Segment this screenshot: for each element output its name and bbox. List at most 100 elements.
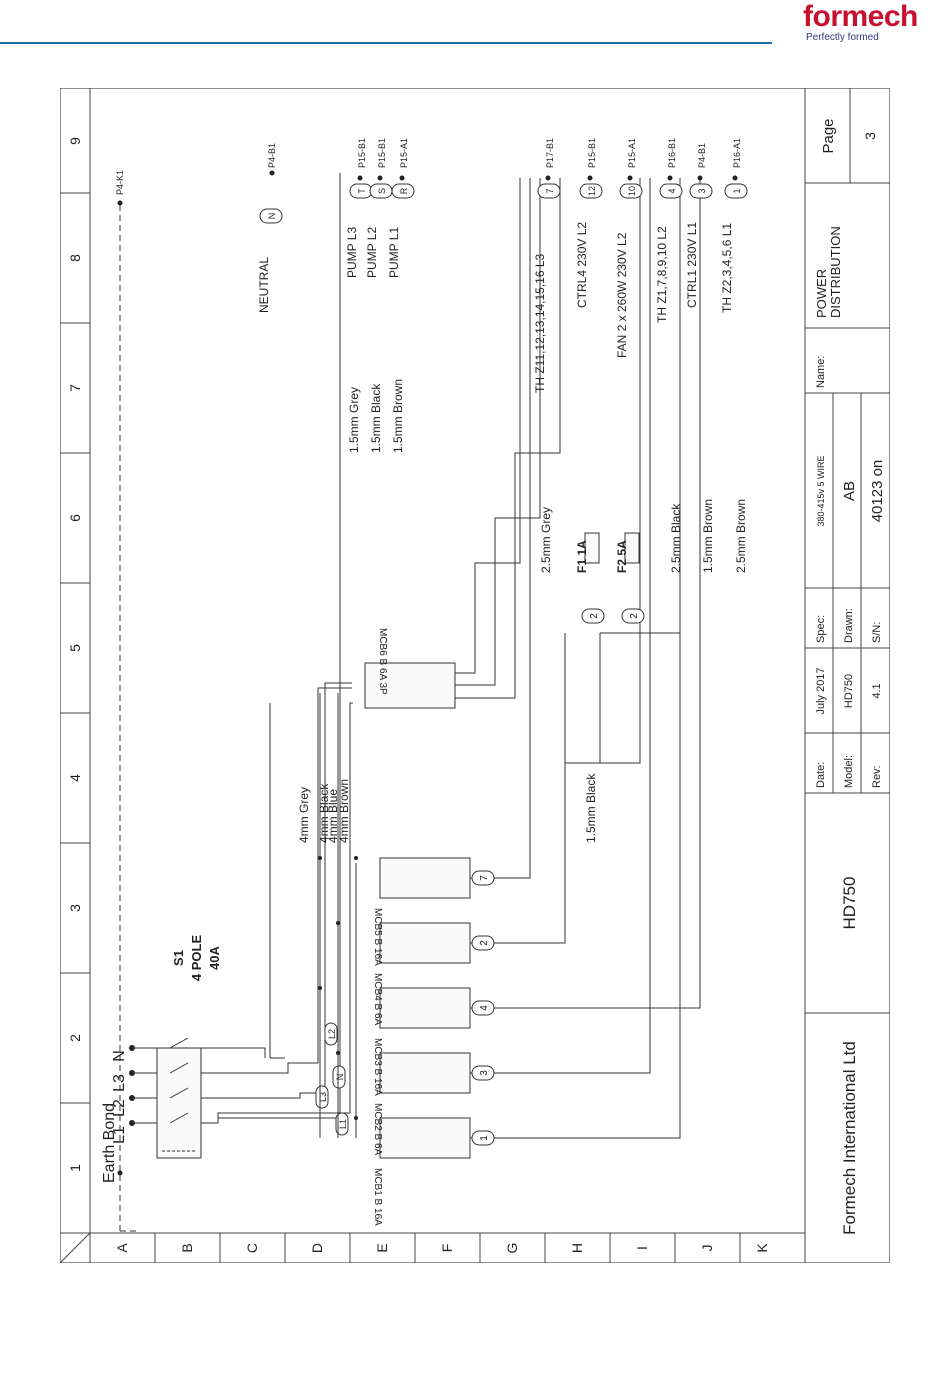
feed-label-black: 4mm Black: [317, 783, 331, 843]
drawn-value: AB: [841, 481, 858, 501]
grid-row-label: E: [374, 1243, 390, 1252]
phase-tag-l2: L2: [327, 1029, 337, 1039]
grid-row-label: G: [504, 1243, 520, 1254]
feed-label-grey: 4mm Grey: [297, 787, 311, 843]
grid-row-label: J: [699, 1245, 715, 1252]
switch-desc: 4 POLE: [189, 935, 204, 982]
mcb1-label: MCB1 B 16A: [372, 1168, 383, 1226]
output-terminal-dots: [269, 170, 738, 181]
fuse-f1: [584, 532, 600, 564]
phase-tag-l1: L1: [338, 1119, 348, 1129]
fuse-wires: [565, 178, 681, 764]
output-tag: R: [399, 187, 409, 194]
switch-s1: [156, 1047, 202, 1159]
grid-row-label: F: [439, 1244, 455, 1253]
sn-value: 40123 on: [869, 460, 886, 523]
grid-column-label: 6: [67, 514, 83, 522]
spec-value: 380-415v 5 WIRE: [816, 455, 826, 526]
grid-column-label: 7: [67, 384, 83, 392]
mcb3-wire-tag: 4: [479, 1005, 490, 1011]
switch-rating: 40A: [207, 945, 222, 969]
model-label: Model:: [843, 755, 855, 788]
row-dividers: [154, 1233, 741, 1263]
output-ref: P4-B1: [697, 143, 707, 168]
output-pump-l3: PUMP L3: [345, 227, 359, 278]
mcb6-label: MCB6 B 6A 3P: [377, 628, 388, 695]
mcb5-label: MCB5 B 16A: [372, 908, 383, 966]
sn-label: S/N:: [871, 622, 883, 643]
output-tag: 4: [667, 188, 677, 193]
switch-name: S1: [171, 950, 186, 966]
page-number: 3: [862, 132, 878, 140]
mcb3-label: MCB3 B 16A: [372, 1038, 383, 1096]
output-th-z11: TH Z11,12,13,14,15,16 L3: [533, 253, 547, 393]
wire-label-ctrl-brown: 1.5mm Brown: [701, 499, 715, 573]
input-label-l1: L1: [111, 1126, 128, 1144]
phase-tags: [315, 1022, 349, 1136]
company-name: Formech International Ltd: [840, 1041, 859, 1235]
wire-label-ctrl-black: 1.5mm Black: [584, 773, 598, 843]
output-ref: P15-B1: [357, 138, 367, 168]
mcb1-wire-tag: 1: [479, 1135, 490, 1141]
wire-label-th-brown: 2.5mm Brown: [734, 499, 748, 573]
input-terminals: [129, 1037, 189, 1126]
fuse-f2-wire-tag: 2: [629, 613, 640, 619]
phase-tag-n: N: [335, 1074, 345, 1081]
mcb2-label: MCB2 B 6A: [372, 1103, 383, 1156]
fuse-f1-label: F1 1A: [575, 540, 589, 573]
grid-column-label: 3: [67, 904, 83, 912]
output-ref: P15-A1: [399, 138, 409, 168]
earth-ref: P4-K1: [115, 170, 125, 195]
output-tag-ovals: [259, 183, 748, 224]
formech-logo: formech: [803, 0, 918, 33]
model-title: HD750: [840, 877, 859, 930]
grid-row-label: K: [754, 1243, 770, 1253]
grid-column-label: 5: [67, 644, 83, 652]
output-ref: P17-B1: [545, 138, 555, 168]
grid-column-label: 1: [67, 1164, 83, 1172]
feed-label-blue: 4mm Blue: [326, 789, 340, 843]
output-tag: T: [357, 188, 367, 194]
feed-label-brown: 4mm Brown: [337, 779, 351, 843]
fuse-wire-tags: [581, 608, 645, 624]
page-label: Page: [820, 118, 837, 153]
output-pump-l1: PUMP L1: [387, 227, 401, 278]
output-ref: P4-B1: [267, 143, 277, 168]
output-tag: N: [267, 213, 277, 220]
grid-corner-diagonal: [60, 1232, 91, 1263]
fuse-f1-wire-tag: 2: [589, 613, 600, 619]
logo-tagline: Perfectly formed: [806, 32, 879, 43]
date-label: Date:: [815, 762, 827, 788]
grid-column-label: 9: [67, 137, 83, 145]
grid-row-label: A: [114, 1243, 130, 1253]
wire-label-pump-brown: 1.5mm Brown: [391, 379, 405, 453]
grid-row-label: D: [309, 1243, 325, 1253]
phase-tag-l3: L3: [318, 1092, 328, 1102]
mcb-wire-tags: [471, 870, 495, 1146]
grid-row-label: B: [179, 1243, 195, 1252]
output-tag: 1: [732, 188, 742, 193]
earth-terminal-dot: [117, 1170, 123, 1176]
page-header: formech Perfectly formed: [0, 0, 950, 50]
grid-row-label: H: [569, 1243, 585, 1253]
date-value: July 2017: [815, 667, 827, 714]
earth-terminal-dot: [117, 200, 123, 206]
drawn-label: Drawn:: [843, 608, 855, 643]
fuse-f2: [624, 532, 640, 564]
input-label-n: N: [111, 1050, 128, 1062]
name-label: Name:: [815, 356, 827, 388]
output-ref: P15-A1: [627, 138, 637, 168]
output-fan: FAN 2 x 260W 230V L2: [615, 232, 629, 358]
mcb4-wire-tag: 2: [479, 940, 490, 946]
bus-junctions: [318, 856, 358, 1120]
mcb2-wire-tag: 3: [479, 1070, 490, 1076]
output-ctrl1: CTRL1 230V L1: [685, 222, 699, 308]
output-ref: P16-A1: [732, 138, 742, 168]
schematic-sheet: 1 2 3 4 5 6 7 8 9 A B C D E F G H I J K: [60, 88, 890, 1263]
output-ref: P15-B1: [587, 138, 597, 168]
wire-label-th-black: 2.5mm Black: [669, 503, 683, 573]
title-block: [804, 88, 890, 1263]
diagram-name-line1: POWER: [814, 269, 829, 318]
grid-column-label: 2: [67, 1034, 83, 1042]
output-th-z2: TH Z2,3,4,5,6 L1: [720, 223, 734, 313]
